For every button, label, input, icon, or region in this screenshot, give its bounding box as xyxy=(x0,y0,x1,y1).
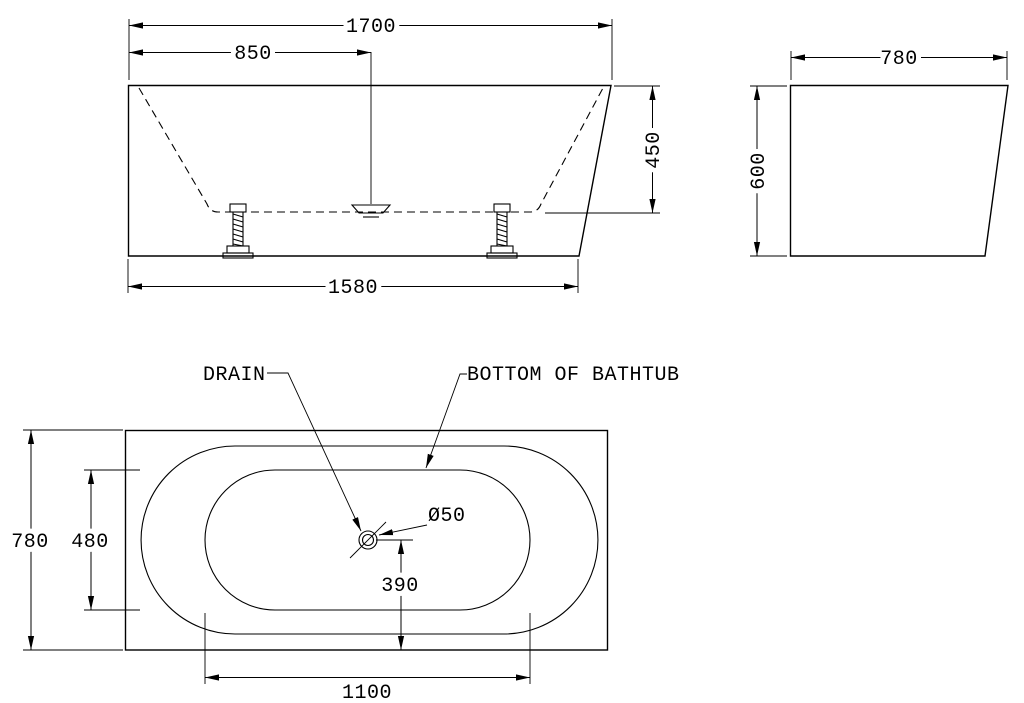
drain-waste-body xyxy=(350,204,392,214)
callout-drain: DRAIN xyxy=(203,364,362,532)
diameter-leader-line xyxy=(378,524,428,536)
dim-label-780-end: 780 xyxy=(880,48,918,71)
drain-diameter-label: Ø50 xyxy=(428,505,466,528)
plan-rim-stadium xyxy=(140,445,599,635)
foot-stem xyxy=(229,203,247,213)
end-view: 780 600 xyxy=(743,43,1009,257)
foot-stem xyxy=(493,203,511,213)
dim-label-1700: 1700 xyxy=(346,16,396,39)
front-tub-outline xyxy=(127,84,612,257)
front-foot-right xyxy=(486,203,518,259)
dim-label-1580: 1580 xyxy=(328,277,378,300)
dim-plan-overall-depth: 780 xyxy=(6,429,123,651)
callout-drain-diameter: Ø50 xyxy=(378,505,466,536)
dim-end-width: 780 xyxy=(790,43,1008,80)
dim-front-center-offset: 850 xyxy=(129,38,371,71)
dim-front-overall-width: 1700 xyxy=(128,11,613,80)
bottom-leader-line xyxy=(425,373,467,469)
foot-nut xyxy=(226,245,250,254)
foot-base xyxy=(486,252,518,259)
dim-label-390: 390 xyxy=(381,575,419,598)
front-view: 1700 850 1580 450 xyxy=(127,11,671,305)
dim-label-480: 480 xyxy=(71,531,109,554)
dim-plan-inner-depth: 480 xyxy=(66,469,140,611)
drain-label: DRAIN xyxy=(203,364,266,387)
foot-thread xyxy=(232,213,244,247)
callout-bottom-of-bathtub: BOTTOM OF BATHTUB xyxy=(425,364,680,469)
dim-plan-bottom-length: 1100 xyxy=(204,613,531,703)
dim-front-base-width: 1580 xyxy=(127,259,579,305)
dim-label-600: 600 xyxy=(748,152,771,190)
dim-label-780-plan: 780 xyxy=(11,531,49,554)
drain-section-mark xyxy=(349,521,387,559)
dim-label-1100: 1100 xyxy=(342,682,392,703)
plan-bottom-stadium xyxy=(204,469,531,611)
dim-label-850: 850 xyxy=(234,43,272,66)
front-drain-waste xyxy=(350,204,392,218)
front-tub-inner-profile xyxy=(138,87,604,213)
dim-label-450: 450 xyxy=(643,131,666,169)
plan-view: DRAIN BOTTOM OF BATHTUB Ø50 780 480 390 xyxy=(6,364,680,703)
foot-thread xyxy=(496,213,508,247)
dim-front-inner-depth: 450 xyxy=(545,85,671,214)
bottom-of-bathtub-label: BOTTOM OF BATHTUB xyxy=(467,364,680,387)
plan-outer-rect xyxy=(124,429,609,651)
end-tub-outline xyxy=(789,84,1009,257)
foot-nut xyxy=(490,245,514,254)
drain-leader-line xyxy=(267,372,362,532)
dim-end-height: 600 xyxy=(743,85,787,257)
drain-inner-circle xyxy=(361,533,375,547)
foot-base xyxy=(222,252,254,259)
dim-plan-drain-offset: 390 xyxy=(376,540,423,650)
plan-drain xyxy=(349,521,413,559)
front-foot-left xyxy=(222,203,254,259)
